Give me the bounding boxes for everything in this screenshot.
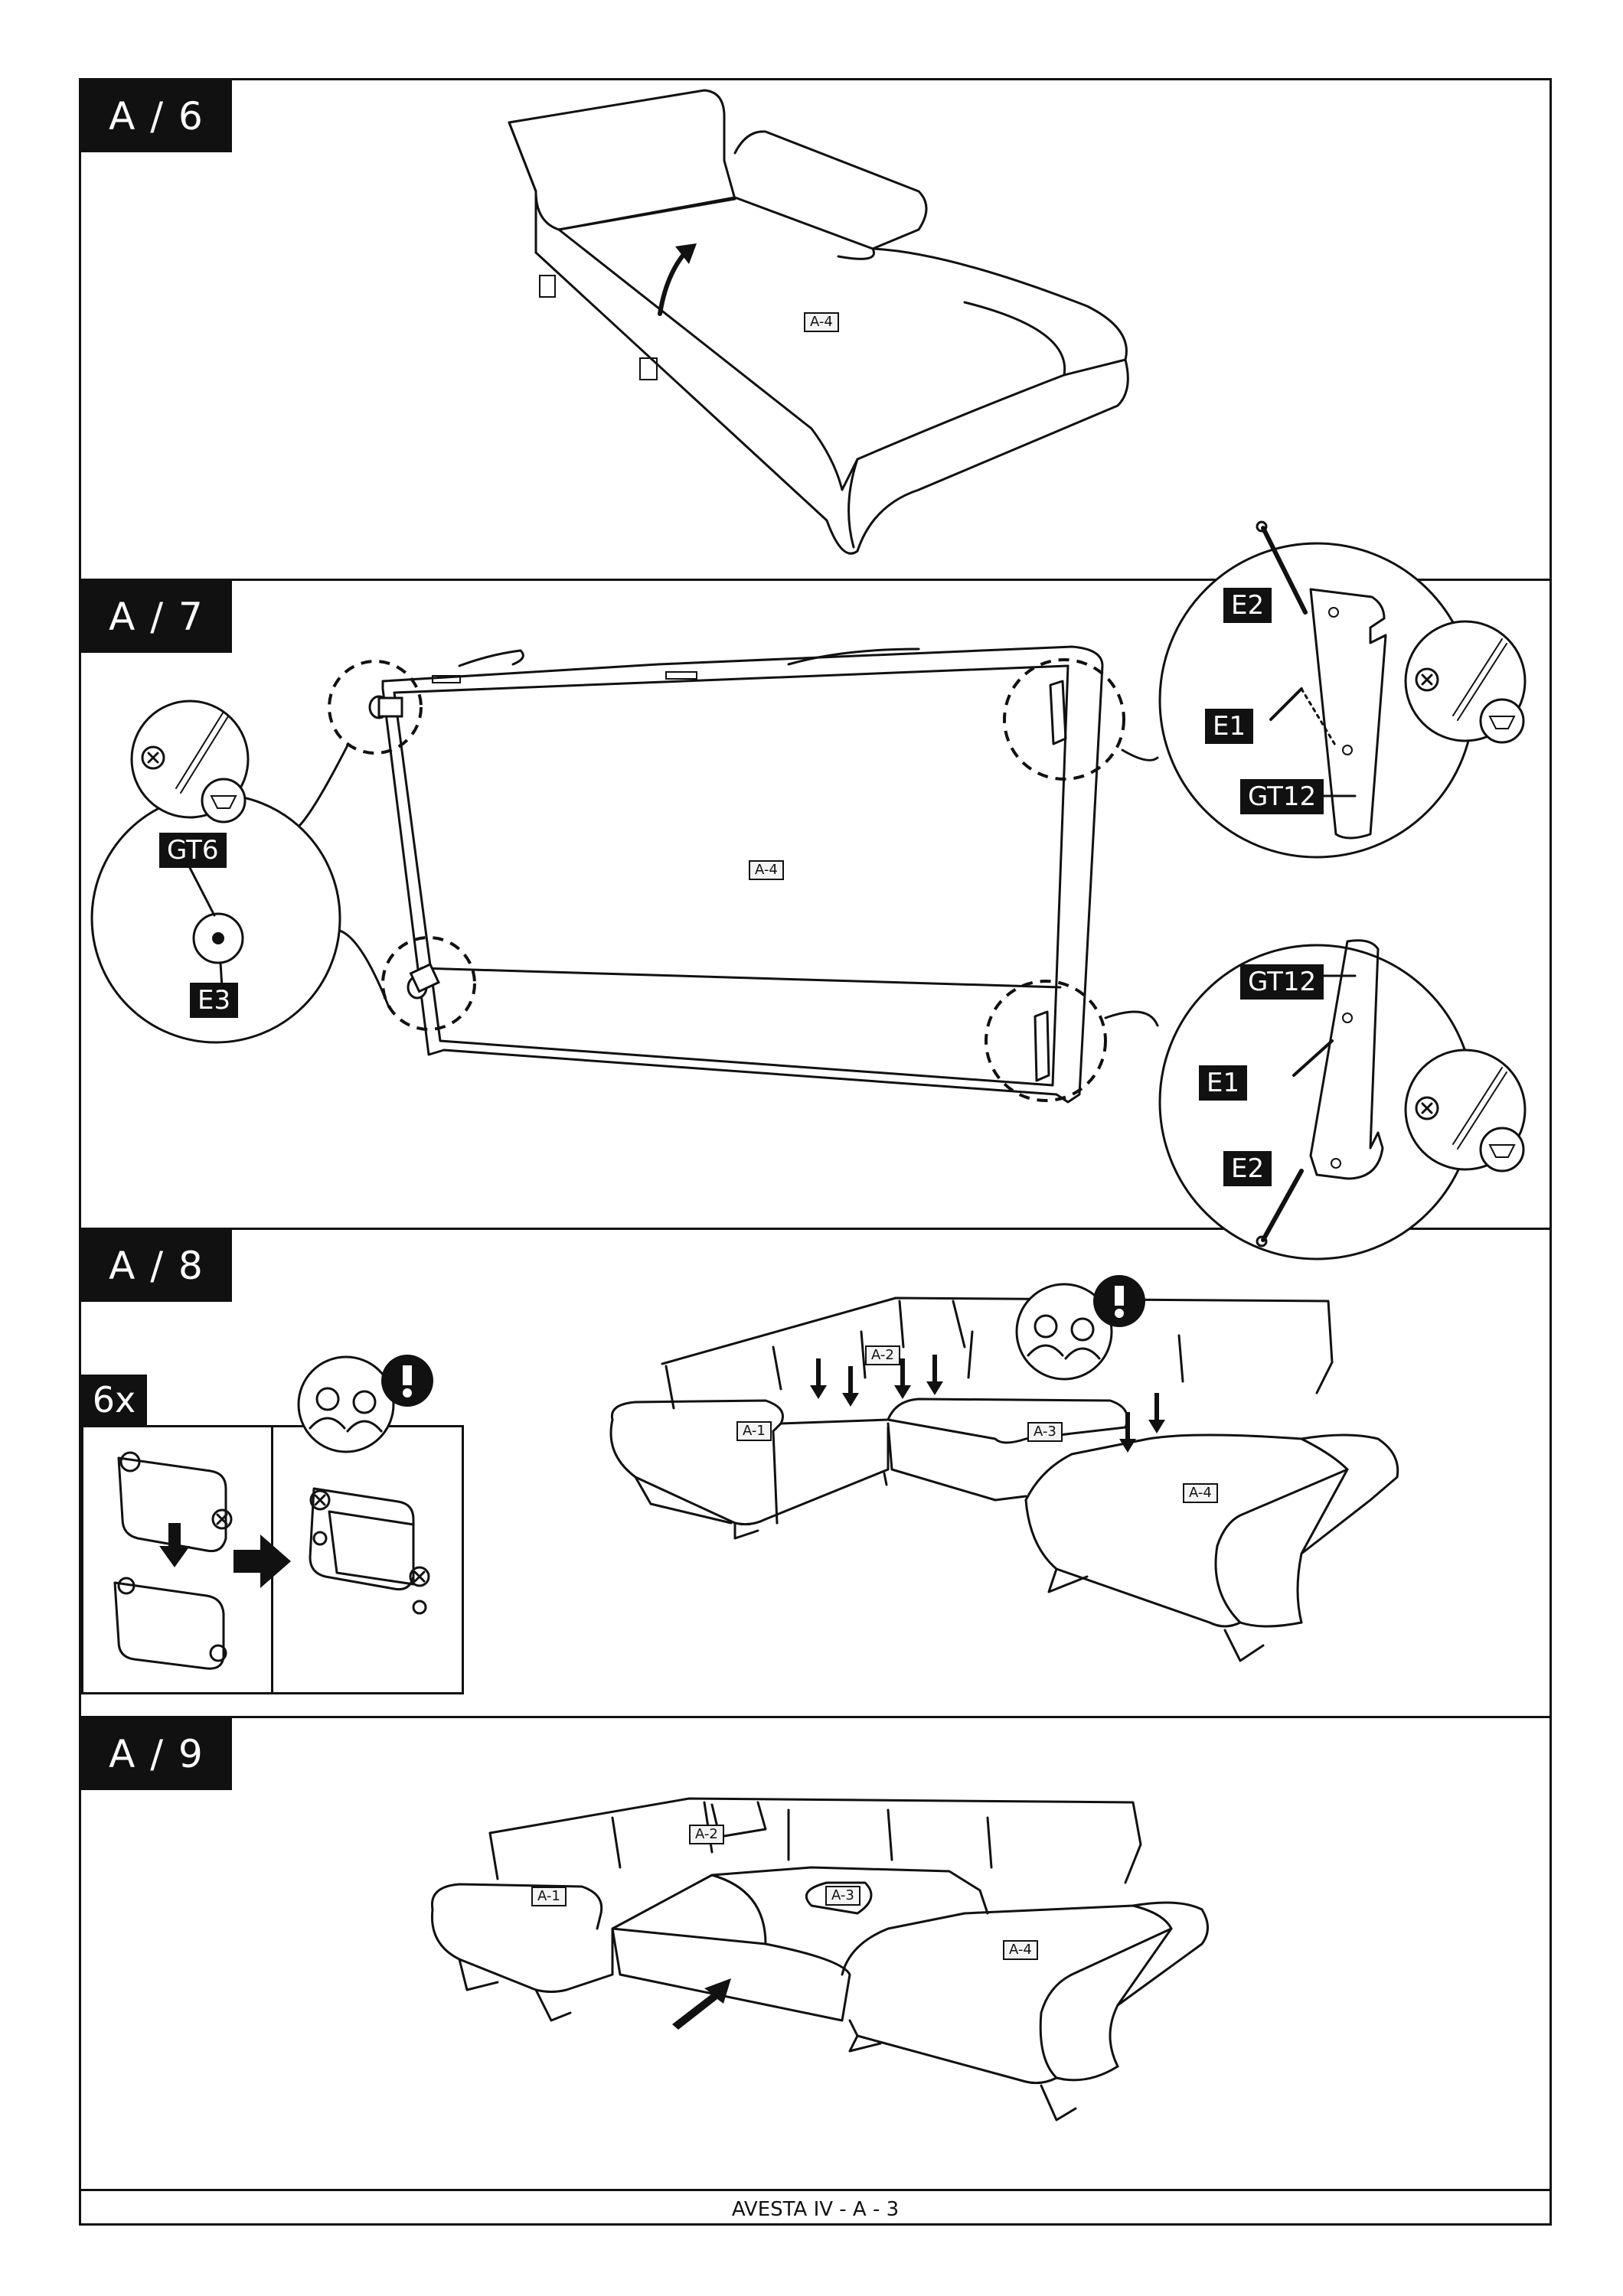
module-tag-a4: A-4	[804, 312, 839, 332]
part-label-gt6: GT6	[159, 833, 227, 868]
section-divider	[79, 579, 1552, 581]
module-tag-a2: A-2	[689, 1825, 724, 1844]
step-label-a9: A / 9	[81, 1718, 232, 1790]
module-tag-a3: A-3	[825, 1886, 860, 1906]
part-label-e1: E1	[1199, 1065, 1248, 1101]
step-label-a6: A / 6	[81, 80, 232, 152]
section-divider	[79, 1716, 1552, 1718]
step-label-a8: A / 8	[81, 1230, 232, 1302]
part-label-gt12: GT12	[1240, 964, 1324, 1000]
part-label-e2: E2	[1223, 588, 1272, 623]
module-tag-a4: A-4	[749, 860, 784, 880]
a7-underside-illustration	[90, 520, 1527, 1261]
quantity-badge: 6x	[81, 1375, 147, 1425]
module-tag-a4: A-4	[1183, 1483, 1218, 1503]
module-tag-a2: A-2	[865, 1345, 900, 1365]
module-tag-a1: A-1	[736, 1421, 772, 1441]
module-tag-a3: A-3	[1027, 1422, 1063, 1442]
part-label-gt12: GT12	[1240, 779, 1324, 814]
part-label-e2: E2	[1223, 1151, 1272, 1186]
module-tag-a4: A-4	[1003, 1940, 1038, 1960]
a8-illustration	[113, 1275, 1399, 1670]
a6-chaise-illustration	[508, 89, 1129, 555]
step-label-a7: A / 7	[81, 581, 232, 653]
section-divider	[79, 1228, 1552, 1230]
module-tag-a1: A-1	[531, 1887, 567, 1906]
part-label-e1: E1	[1205, 709, 1254, 744]
page-frame	[79, 78, 1552, 2226]
page-footer: AVESTA IV - A - 3	[79, 2189, 1552, 2228]
part-label-e3: E3	[190, 983, 239, 1018]
a9-assembled-sofa	[430, 1797, 1209, 2122]
footer-text: AVESTA IV - A - 3	[731, 2198, 900, 2221]
